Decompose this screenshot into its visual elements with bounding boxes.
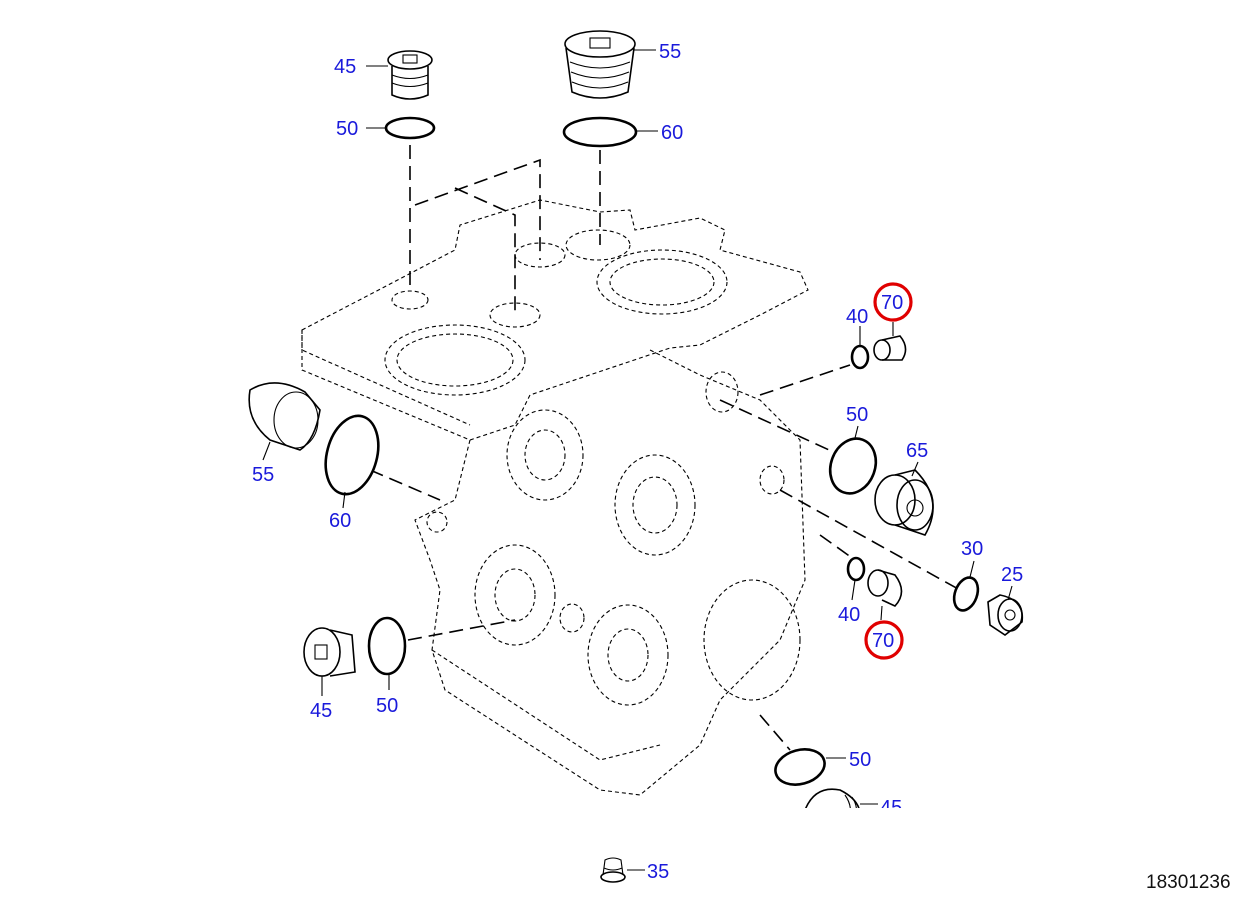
plug-part[interactable]	[387, 50, 433, 100]
callout-50-right[interactable]: 50	[846, 404, 868, 426]
washer-part[interactable]	[367, 616, 407, 676]
fitting-part-70[interactable]	[867, 569, 903, 607]
plug-part[interactable]	[805, 788, 860, 815]
assembly-lines	[369, 145, 961, 751]
callout-40-bottom[interactable]: 40	[838, 604, 860, 626]
callout-60-top[interactable]: 60	[661, 122, 683, 144]
washer-part[interactable]	[850, 344, 870, 370]
callout-45-bottom[interactable]: 45	[880, 797, 902, 819]
callout-30[interactable]: 30	[961, 538, 983, 560]
callout-60-left[interactable]: 60	[329, 510, 351, 532]
plug-part[interactable]	[874, 469, 934, 536]
callout-70-bottom[interactable]: 70	[872, 630, 894, 652]
fitting-part-70[interactable]	[873, 335, 907, 361]
plug-part[interactable]	[303, 627, 356, 677]
callout-25[interactable]: 25	[1001, 564, 1023, 586]
callout-55-top[interactable]: 55	[659, 41, 681, 63]
leader-lines	[262, 49, 1013, 871]
gear-housing	[301, 199, 809, 796]
washer-part[interactable]	[771, 744, 828, 790]
plug-part[interactable]	[600, 857, 626, 883]
washer-part[interactable]	[950, 574, 982, 613]
washer-part[interactable]	[823, 432, 883, 500]
callout-65[interactable]: 65	[906, 440, 928, 462]
callout-50-top[interactable]: 50	[336, 118, 358, 140]
callout-45-top[interactable]: 45	[334, 56, 356, 78]
highlight-circle-70-top	[873, 282, 913, 322]
parts	[248, 30, 1024, 883]
callout-40-top[interactable]: 40	[846, 306, 868, 328]
callout-50-bottom[interactable]: 50	[849, 749, 871, 771]
drawing-number: 18301236	[1146, 872, 1231, 893]
plug-part[interactable]	[987, 594, 1024, 636]
callout-55-left[interactable]: 55	[252, 464, 274, 486]
callout-50-left[interactable]: 50	[376, 695, 398, 717]
callout-45-left[interactable]: 45	[310, 700, 332, 722]
washer-part[interactable]	[846, 556, 866, 582]
callout-35[interactable]: 35	[647, 861, 669, 883]
washer-part[interactable]	[317, 410, 386, 500]
washer-part[interactable]	[562, 116, 638, 148]
highlight-circle-70-bottom	[864, 620, 904, 660]
plug-part[interactable]	[564, 30, 636, 99]
plug-part[interactable]	[248, 382, 321, 451]
callout-70-top[interactable]: 70	[881, 292, 903, 314]
washer-part[interactable]	[384, 116, 436, 140]
